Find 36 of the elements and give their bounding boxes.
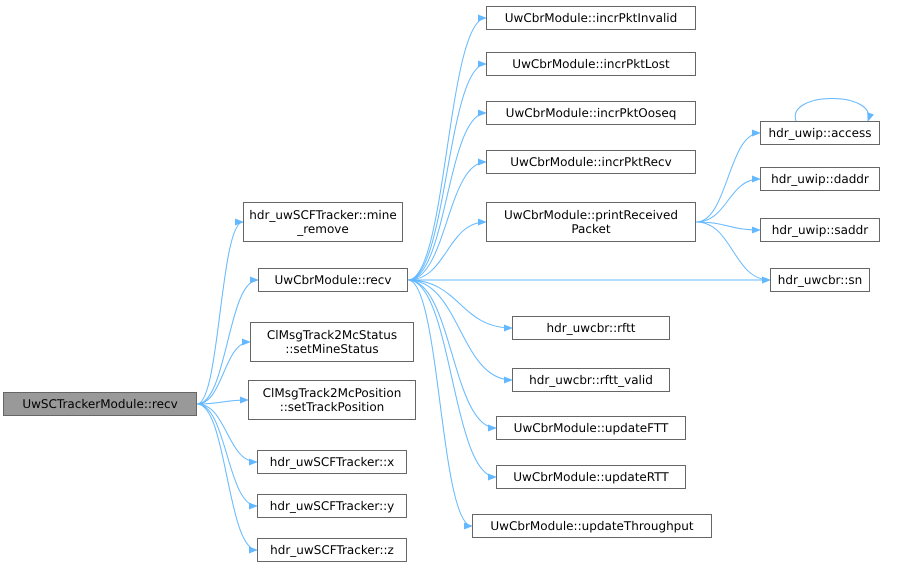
- function-box: UwCbrModule::updateFTT: [496, 416, 686, 440]
- function-box: hdr_uwSCFTracker::y: [257, 494, 407, 518]
- function-box: ClMsgTrack2McStatus ::setMineStatus: [250, 322, 414, 362]
- arrow: [696, 131, 761, 222]
- function-box: UwCbrModule::updateRTT: [496, 465, 686, 489]
- function-box: ClMsgTrack2McPosition ::setTrackPosition: [248, 380, 416, 420]
- function-box: hdr_uwSCFTracker::mine _remove: [243, 202, 403, 242]
- function-box: UwCbrModule::printReceived Packet: [486, 202, 696, 242]
- arrow: [408, 280, 513, 382]
- arrow: [408, 280, 473, 526]
- arrow: [408, 160, 487, 280]
- arrow: [196, 279, 259, 404]
- function-box: UwCbrModule::incrPktLost: [486, 52, 696, 76]
- function-box: hdr_uwSCFTracker::x: [257, 450, 407, 474]
- function-box: UwCbrModule::incrPktInvalid: [486, 6, 696, 30]
- function-box: UwSCTrackerModule::recv: [3, 392, 197, 416]
- arrow: [696, 222, 771, 282]
- arrow: [795, 98, 872, 122]
- arrow: [196, 222, 244, 404]
- function-box: hdr_uwSCFTracker::z: [257, 538, 407, 562]
- arrow: [196, 404, 258, 464]
- function-box: hdr_uwip::access: [760, 121, 880, 145]
- arrow: [408, 112, 487, 280]
- function-box: hdr_uwcbr::sn: [770, 268, 870, 292]
- function-box: hdr_uwip::daddr: [760, 167, 880, 191]
- arrow: [196, 404, 258, 508]
- function-box: UwCbrModule::incrPktRecv: [486, 150, 696, 174]
- arrow: [408, 280, 497, 478]
- function-box: UwCbrModule::incrPktOoseq: [486, 101, 696, 125]
- function-box: hdr_uwcbr::rftt: [512, 316, 670, 340]
- arrow: [408, 64, 487, 280]
- function-box: hdr_uwip::saddr: [760, 218, 880, 242]
- function-box: hdr_uwcbr::rftt_valid: [512, 368, 670, 392]
- function-box: UwCbrModule::recv: [258, 268, 408, 292]
- function-box: UwCbrModule::updateThroughput: [472, 514, 712, 538]
- arrow: [196, 404, 258, 550]
